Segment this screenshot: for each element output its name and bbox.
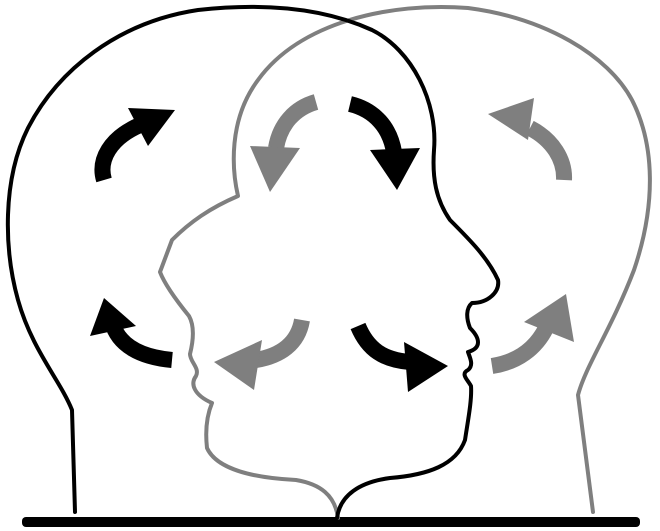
curved-arrow-icon [488,98,564,180]
curved-arrow-icon [214,320,302,390]
curved-arrow-icon [250,102,316,192]
right-head-outline [160,7,650,518]
curved-arrow-icon [358,326,448,392]
curved-arrow-icon [350,104,420,190]
curved-arrow-icon [103,108,176,180]
curved-arrow-icon [492,294,574,366]
curved-arrow-icon [90,298,172,360]
ground-line [22,517,640,527]
